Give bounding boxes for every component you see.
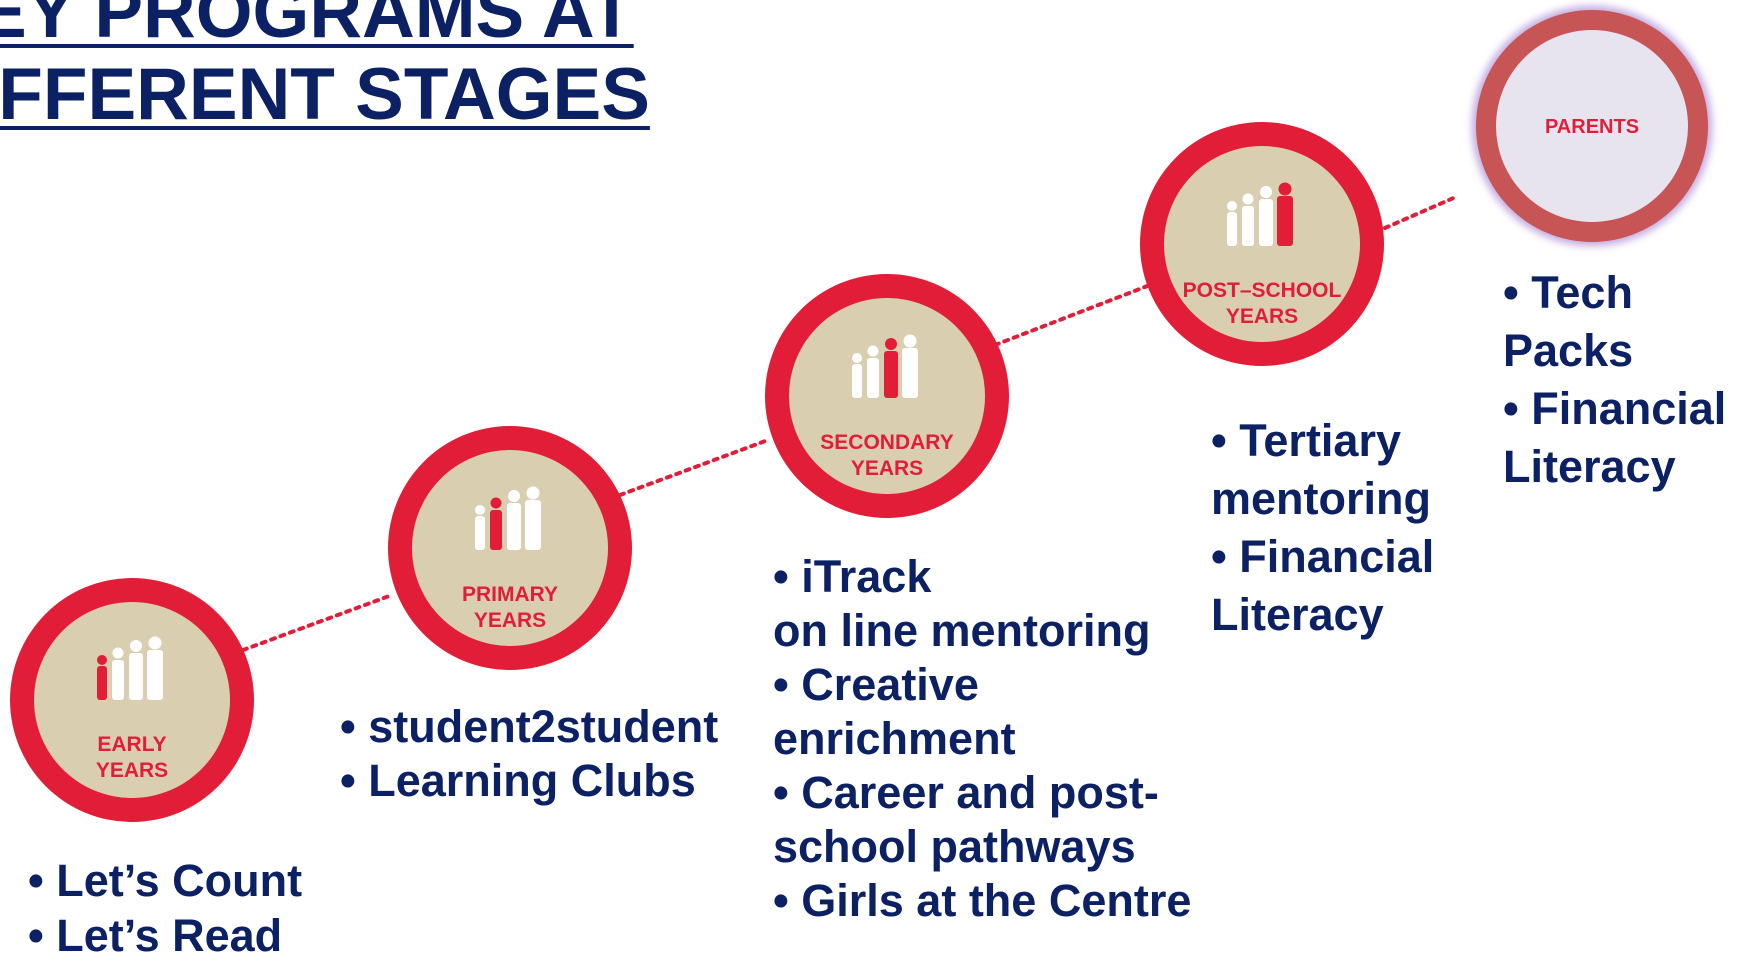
list-item: • Career and post- bbox=[773, 767, 1159, 818]
family-silhouette-icon bbox=[97, 636, 163, 700]
family-silhouette-icon bbox=[1227, 182, 1293, 246]
stage-parents: PARENTS bbox=[1476, 10, 1708, 242]
list-item: enrichment bbox=[773, 713, 1016, 764]
stage-secondary-years: SECONDARY YEARS bbox=[765, 274, 1009, 518]
list-item: school pathways bbox=[773, 821, 1136, 872]
list-item: • Creative bbox=[773, 659, 979, 710]
stage-early-years-label: EARLY YEARS bbox=[95, 733, 169, 782]
list-item: • Girls at the Centre bbox=[773, 875, 1192, 926]
stage-parents-label: PARENTS bbox=[1544, 116, 1640, 138]
stage-secondary-years-label: SECONDARY YEARS bbox=[820, 431, 954, 480]
list-item: • Tertiary bbox=[1211, 415, 1401, 466]
stage-post-school-years-label: POST–SCHOOL YEARS bbox=[1182, 279, 1342, 328]
list-item: Literacy bbox=[1211, 589, 1384, 640]
list-item: Packs bbox=[1503, 325, 1634, 376]
stage-post-school-years: POST–SCHOOL YEARS bbox=[1140, 122, 1384, 366]
list-item: on line mentoring bbox=[773, 605, 1151, 656]
stage-early-years-inner: EARLY YEARS bbox=[34, 602, 230, 798]
list-item: • Learning Clubs bbox=[340, 755, 696, 806]
post-school-programs: • Tertiary mentoring • Financial Literac… bbox=[1211, 412, 1434, 644]
list-item: • student2student bbox=[340, 701, 719, 752]
list-item: mentoring bbox=[1211, 473, 1431, 524]
connector-primary-secondary bbox=[618, 438, 770, 497]
list-item: • Let’s Read bbox=[28, 910, 283, 961]
list-item: • Financial bbox=[1503, 383, 1727, 434]
family-silhouette-icon bbox=[475, 486, 541, 550]
stage-secondary-years-inner: SECONDARY YEARS bbox=[789, 298, 985, 494]
list-item: • Tech bbox=[1503, 267, 1633, 318]
early-years-programs: • Let’s Count • Let’s Read bbox=[28, 853, 302, 963]
connector-post-parents bbox=[1383, 194, 1460, 230]
list-item: • Let’s Count bbox=[28, 855, 303, 906]
stage-early-years: EARLY YEARS bbox=[10, 578, 254, 822]
family-silhouette-icon bbox=[852, 334, 918, 398]
stage-primary-years: PRIMARY YEARS bbox=[388, 426, 632, 670]
stage-parents-inner bbox=[1496, 30, 1688, 222]
title-line-1: EY PROGRAMS AT bbox=[0, 0, 634, 53]
connector-secondary-post bbox=[993, 283, 1152, 347]
parents-programs: • Tech Packs • Financial Literacy bbox=[1503, 264, 1726, 496]
secondary-years-programs: • iTrack on line mentoring • Creative en… bbox=[773, 550, 1191, 928]
connector-early-primary bbox=[241, 593, 394, 652]
list-item: • iTrack bbox=[773, 551, 932, 602]
list-item: • Financial bbox=[1211, 531, 1435, 582]
list-item: Literacy bbox=[1503, 441, 1676, 492]
primary-years-programs: • student2student • Learning Clubs bbox=[340, 700, 718, 808]
title-line-2: IFFERENT STAGES bbox=[0, 54, 650, 135]
stage-post-school-years-inner: POST–SCHOOL YEARS bbox=[1164, 146, 1360, 342]
stage-primary-years-label: PRIMARY YEARS bbox=[461, 583, 559, 632]
stage-primary-years-inner: PRIMARY YEARS bbox=[412, 450, 608, 646]
page-title: EY PROGRAMS AT IFFERENT STAGES bbox=[0, 0, 650, 136]
